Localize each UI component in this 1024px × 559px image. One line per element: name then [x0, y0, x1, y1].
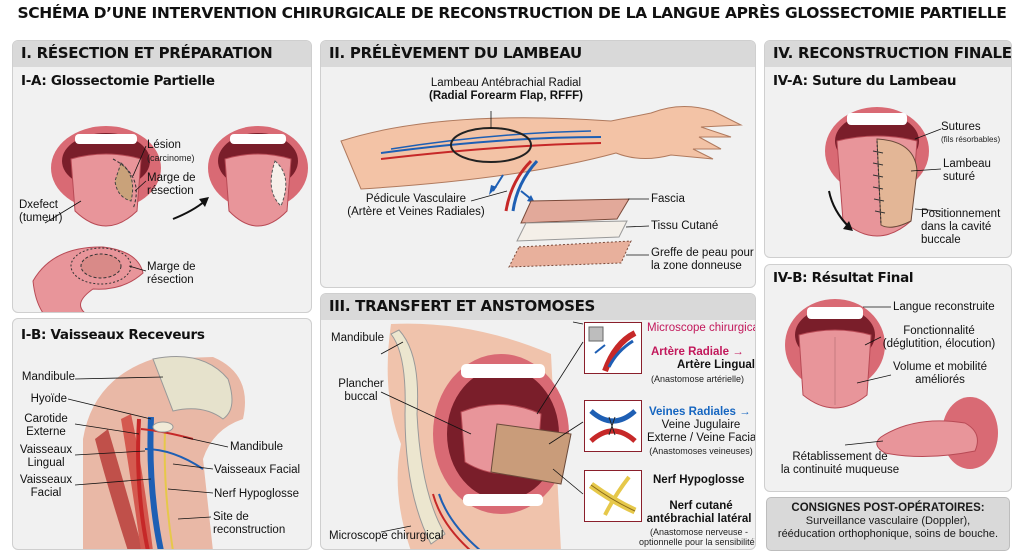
label-artere-radiale: Artère Radiale →	[651, 346, 744, 359]
panel-transfert: III. TRANSFERT ET ANSTOMOSES	[320, 293, 756, 550]
post-op-title: CONSIGNES POST-OPÉRATOIRES:	[791, 502, 985, 514]
label-sutures: Sutures	[941, 121, 981, 133]
label-tumeur: (tumeur)	[19, 212, 63, 224]
label-flap-name: Lambeau Antébrachial Radial	[430, 77, 582, 89]
tongue-side-icon	[32, 246, 144, 312]
label-veine-jug-1: Veine Jugulaire	[661, 419, 741, 431]
label-fils: (fils résorbables)	[941, 135, 1001, 144]
label-vol-1: Volume et mobilité	[893, 361, 987, 373]
label-mandibule-right: Mandibule	[230, 441, 284, 453]
text-veines-radiales: Veines Radiales	[649, 406, 736, 418]
label-pedicule-1: Pédicule Vasculaire	[365, 193, 467, 205]
label-fonc-2: (déglutition, élocution)	[882, 338, 996, 350]
panel-resection-heading: I. RÉSECTION ET PRÉPARATION	[13, 41, 311, 67]
label-nerf-cut-1: Nerf cutané	[669, 500, 733, 512]
label-marge-1b: résection	[147, 185, 194, 197]
label-langue: Langue reconstruite	[893, 301, 995, 313]
label-plancher-1: Plancher	[338, 378, 384, 390]
label-site-2: reconstruction	[213, 524, 286, 536]
label-lambeau-1: Lambeau	[943, 158, 991, 170]
label-anast-nerv-2: optionnelle pour la sensibilité)	[639, 537, 756, 547]
anastomosis-vein-icon	[589, 409, 637, 443]
label-vaisseaux-lingual-1: Vaisseaux	[19, 444, 73, 456]
label-carotide: Carotide	[24, 413, 68, 425]
label-fascia: Fascia	[651, 193, 685, 205]
label-anast-nerv-1: (Anastomose nerveuse -	[649, 527, 749, 537]
label-nerf-hyp: Nerf Hypoglosse	[653, 474, 745, 486]
label-anast-vein: (Anastomoses veineuses)	[649, 446, 753, 456]
label-veine-jug-2: Externe / Veine Faciale	[647, 432, 756, 444]
forearm-flap-illustration	[340, 105, 743, 268]
arrow-artery-icon: →	[732, 346, 744, 358]
neck-vessels-illustration	[67, 356, 245, 549]
label-nerf-hypoglosse: Nerf Hypoglosse	[214, 488, 300, 500]
post-op-line-1: Surveillance vasculaire (Doppler),	[805, 515, 971, 527]
panel-prelevement: II. PRÉLÈVEMENT DU LAMBEAU Lambeau Antéb…	[320, 40, 756, 288]
label-pos-2: dans la cavité	[921, 221, 992, 233]
label-vaisseaux-facial-right: Vaisseaux Facial	[214, 464, 301, 476]
inset-veins	[584, 400, 642, 452]
label-retab-2: la continuité muqueuse	[780, 464, 900, 476]
label-dxefect: Dxefect	[19, 199, 58, 211]
label-tissu: Tissu Cutané	[651, 220, 719, 232]
panel-receiver-vessels: I-B: Vaisseaux Receveurs Mandibule Hyoïd…	[12, 318, 312, 550]
inset-nerve	[584, 470, 642, 522]
label-site-1: Site de	[213, 511, 249, 523]
inset-artery	[584, 322, 642, 374]
panel-prelevement-heading: II. PRÉLÈVEMENT DU LAMBEAU	[321, 41, 755, 67]
glossectomy-illustration	[32, 126, 308, 312]
label-greffe-2: la zone donneuse	[651, 260, 742, 272]
label-hyoide: Hyoïde	[30, 393, 67, 405]
label-lesion: Lésion	[147, 139, 181, 151]
panel-resection: I. RÉSECTION ET PRÉPARATION I-A: Glossec…	[12, 40, 312, 313]
mouth-transfer-illustration	[380, 321, 584, 549]
text-artere-radiale: Artère Radiale	[651, 346, 729, 358]
label-carcinome: (carcinome)	[147, 153, 195, 163]
subheading-resultat: IV-B: Résultat Final	[773, 270, 914, 286]
label-veines-radiales: Veines Radiales →	[649, 406, 751, 419]
label-vaisseaux-facial-1: Vaisseaux	[19, 474, 73, 486]
page-title: SCHÉMA D’UNE INTERVENTION CHIRURGICALE D…	[17, 4, 1007, 22]
label-pedicule-2: (Artère et Veines Radiales)	[347, 206, 485, 218]
label-microscope-bottom: Microscope chirurgical	[329, 530, 444, 542]
panel-reconstruction: IV. RECONSTRUCTION FINALE IV-A: Suture d…	[764, 40, 1012, 258]
label-anast-art: (Anastomose artérielle)	[651, 374, 745, 384]
label-lambeau-2: suturé	[943, 171, 975, 183]
anastomosis-nerve-icon	[588, 475, 637, 516]
label-marge-2b: résection	[147, 274, 194, 286]
label-microscope-top: Microscope chirurgical	[647, 322, 756, 334]
label-externe: Externe	[26, 426, 66, 438]
label-greffe-1: Greffe de peau pour	[651, 247, 754, 259]
panel-reconstruction-heading: IV. RECONSTRUCTION FINALE	[765, 41, 1011, 67]
label-marge-1: Marge de	[147, 172, 196, 184]
label-vaisseaux-lingual-2: Lingual	[27, 457, 65, 469]
subheading-vaisseaux: I-B: Vaisseaux Receveurs	[21, 327, 205, 343]
arrow-vein-icon: →	[739, 406, 751, 418]
final-result-illustration	[785, 299, 998, 469]
label-pos-1: Positionnement	[921, 208, 1001, 220]
label-mandibule-left: Mandibule	[21, 371, 75, 383]
label-pos-3: buccale	[921, 234, 961, 246]
label-marge-2: Marge de	[147, 261, 196, 273]
anastomosis-artery-icon	[588, 326, 637, 373]
label-fonc-1: Fonctionnalité	[903, 325, 975, 337]
panel-resultat: IV-B: Résultat Final Langue reconstruite…	[764, 264, 1012, 492]
label-retab-1: Rétablissement de	[792, 451, 888, 463]
label-mandibule: Mandibule	[331, 332, 385, 344]
label-vaisseaux-facial-2: Facial	[30, 487, 62, 499]
post-op-instructions: CONSIGNES POST-OPÉRATOIRES: Surveillance…	[766, 497, 1010, 551]
label-artere-linguale: Artère Linguale	[677, 359, 756, 371]
label-nerf-cut-2: antébrachial latéral	[646, 513, 752, 525]
post-op-line-2: rééducation orthophonique, soins de bouc…	[777, 528, 999, 540]
panel-transfert-heading: III. TRANSFERT ET ANSTOMOSES	[321, 294, 755, 320]
label-flap-english: (Radial Forearm Flap, RFFF)	[429, 90, 583, 102]
mouth-after-icon	[208, 126, 308, 227]
label-vol-2: améliorés	[915, 374, 965, 386]
subheading-glossectomie: I-A: Glossectomie Partielle	[21, 73, 215, 89]
subheading-suture: IV-A: Suture du Lambeau	[773, 73, 957, 89]
sutured-flap-illustration	[825, 107, 942, 237]
mouth-before-icon	[51, 126, 161, 227]
label-plancher-2: buccal	[344, 391, 378, 403]
